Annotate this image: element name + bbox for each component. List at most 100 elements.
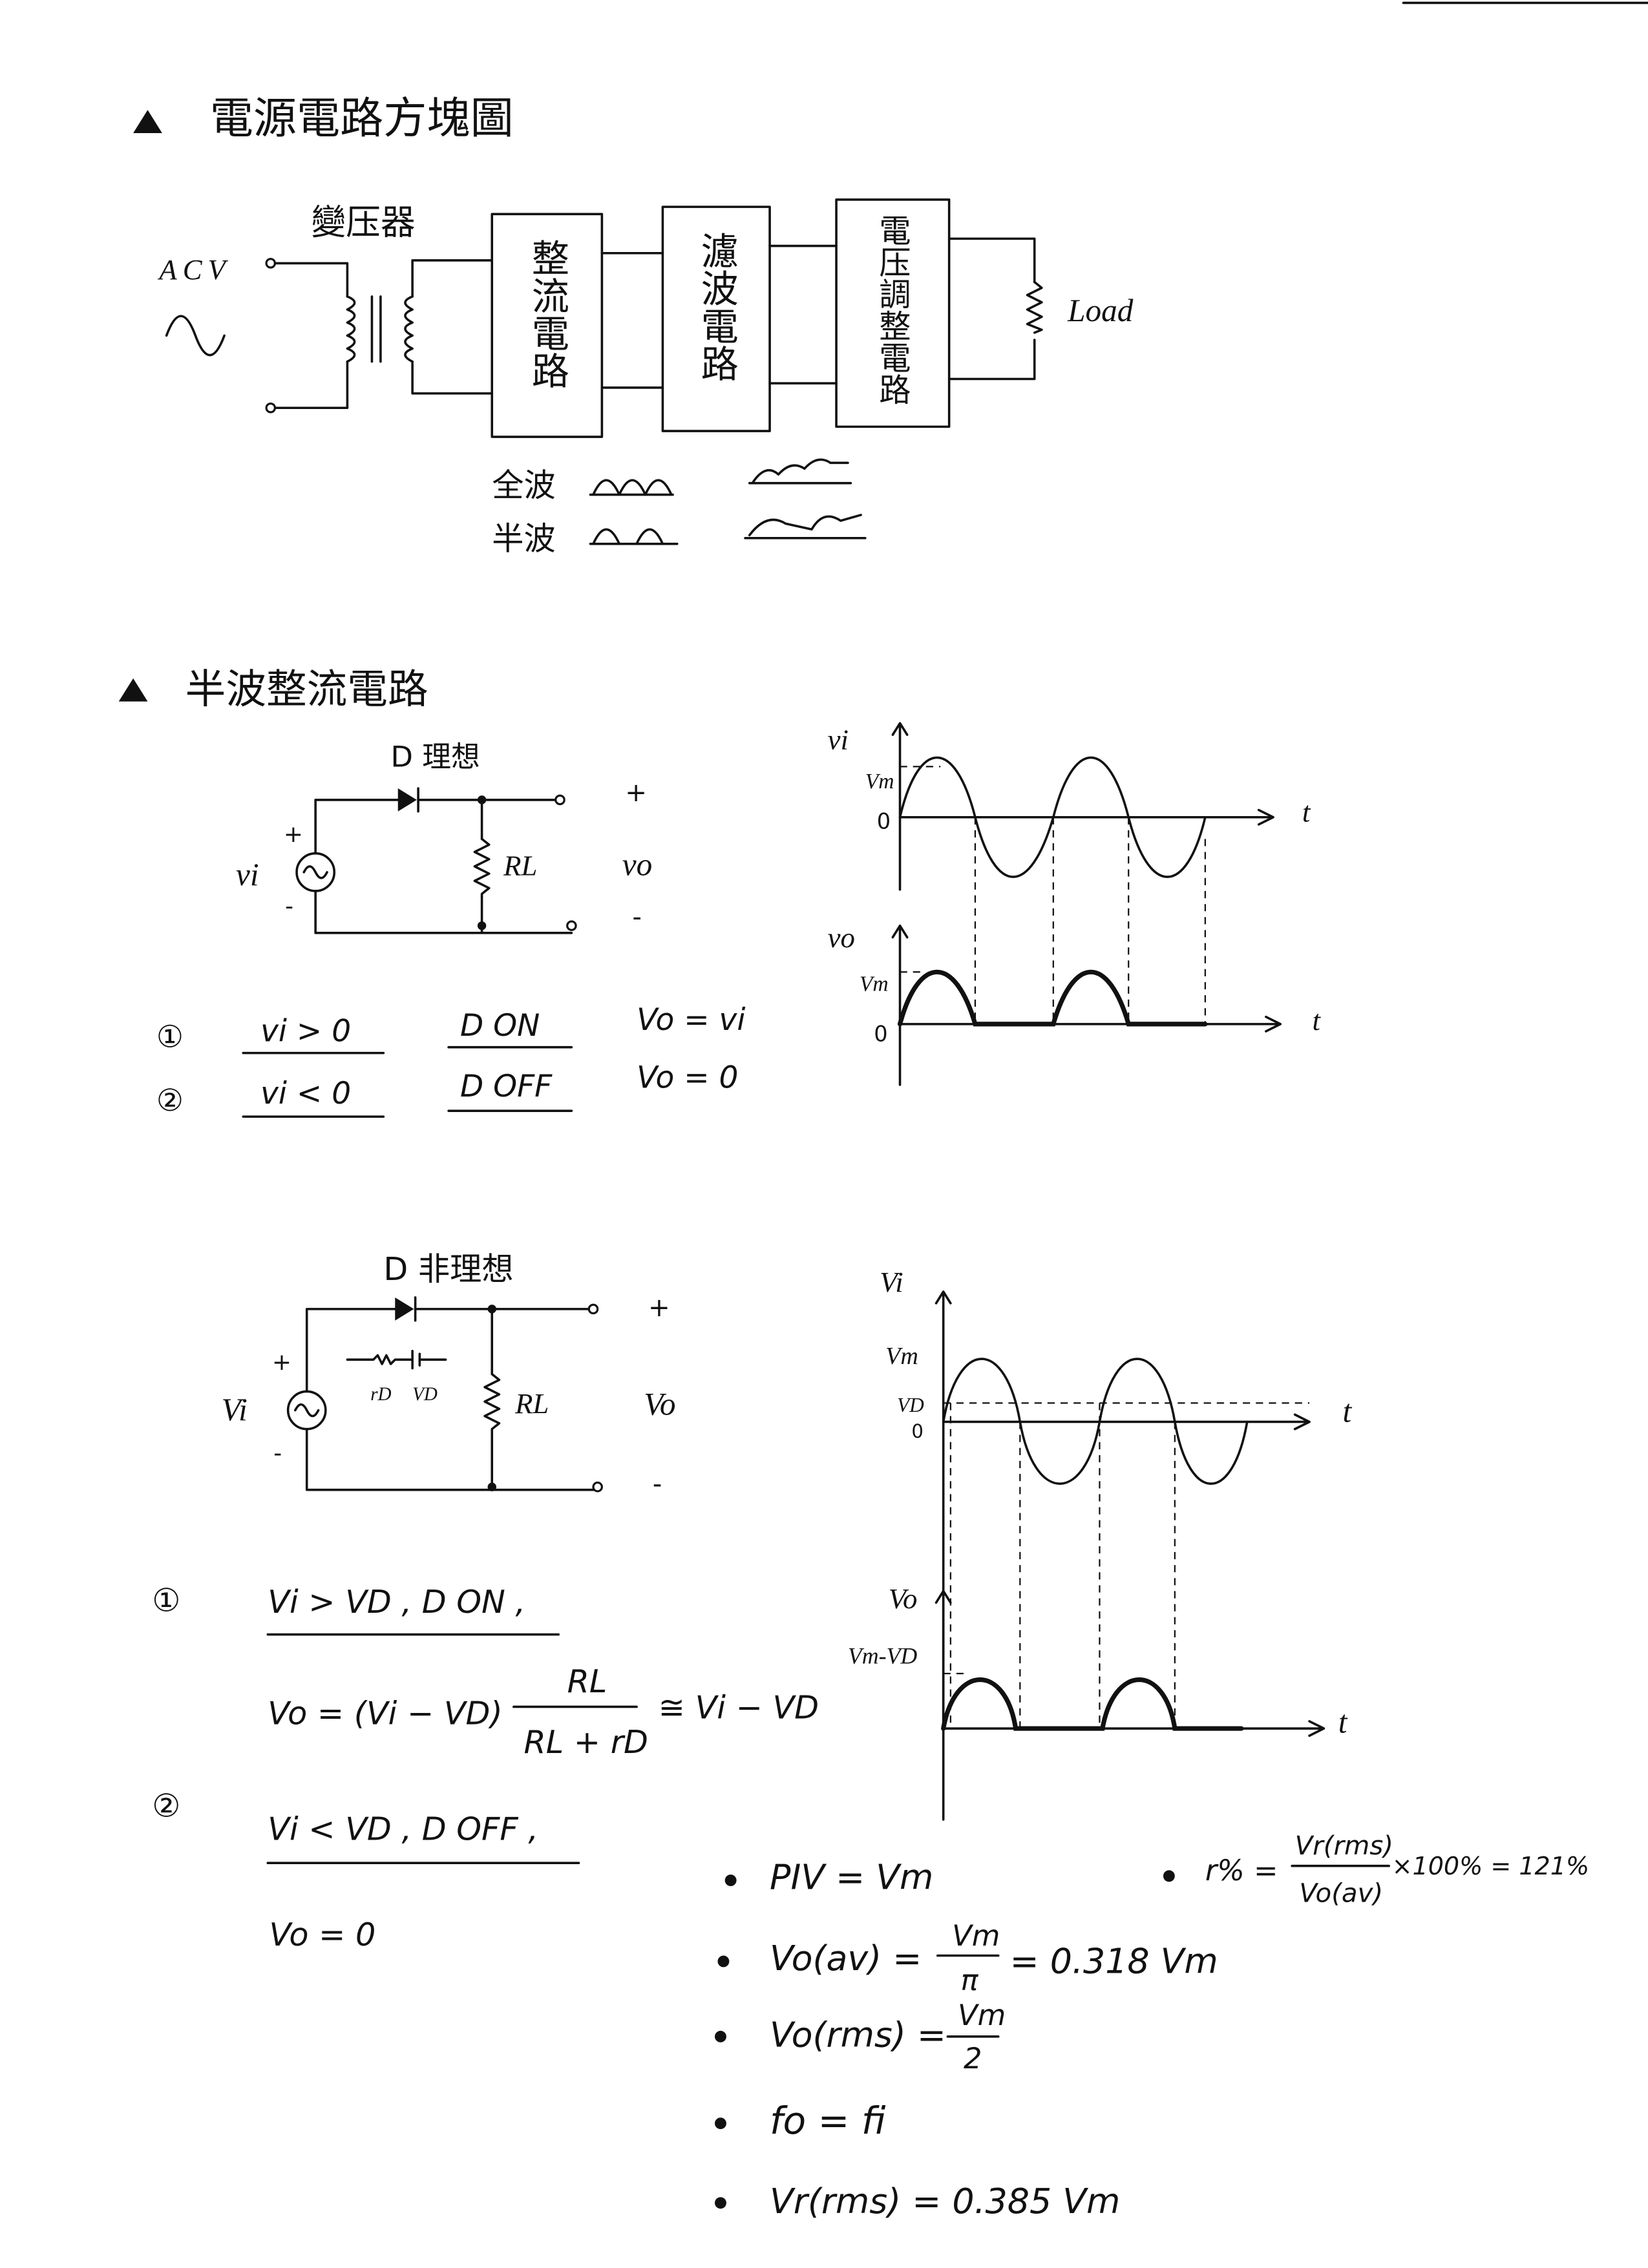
full-wave-label: 全波 (492, 467, 555, 504)
source-plus: + (272, 1349, 291, 1376)
vo-formula-denominator: RL + rD (524, 1723, 648, 1761)
vo-formula-rhs: ≅ Vi − VD (659, 1688, 819, 1726)
vo-label: Vo (644, 1386, 675, 1422)
source-plus: + (284, 821, 303, 848)
vo-av-denominator: π (961, 1963, 979, 1997)
resistor-icon (483, 1372, 501, 1441)
nonideal-vi-graph (935, 1290, 1311, 1821)
nonideal-diode-label: D 非理想 (383, 1250, 513, 1288)
ripple-rhs: ×100% = 121% (1392, 1852, 1590, 1880)
condition-number: ② (156, 1083, 184, 1118)
condition-result: Vo = vi (637, 1002, 745, 1038)
vd-label: VD (412, 1384, 438, 1405)
vo-label: vo (622, 846, 652, 882)
rectifier-block (491, 213, 604, 438)
condition-result: Vo = 0 (269, 1916, 376, 1953)
filtered-full-wave-icon (748, 458, 852, 485)
half-wave-label: 半波 (492, 520, 555, 558)
vd-label: VD (897, 1394, 924, 1416)
rd-label: rD (370, 1384, 391, 1405)
ideal-diode-label: D 理想 (391, 739, 480, 773)
zero-label: 0 (877, 809, 891, 834)
formula-list: PIV = Vm Vo(av) = Vm π = 0.318 Vm Vo(rms… (714, 1831, 1590, 2221)
diode-icon (395, 1297, 414, 1321)
vo-rms-denominator: 2 (964, 2041, 982, 2075)
ripple-lhs: r% = (1205, 1853, 1278, 1887)
condition-text: vi > 0 (260, 1014, 351, 1049)
rectifier-block-label: 整流電路 (525, 238, 569, 389)
vo-av-rhs: = 0.318 Vm (1010, 1940, 1218, 1981)
ripple-denominator: Vo(av) (1299, 1878, 1383, 1909)
vo-rms-numerator: Vm (958, 1998, 1006, 2032)
t-axis-label: t (1313, 1004, 1322, 1036)
vi-axis-label: vi (828, 724, 849, 756)
zero-label: 0 (911, 1420, 924, 1442)
condition-state: D ON (460, 1008, 540, 1044)
condition-text: Vi < VD , D OFF , (268, 1810, 538, 1847)
full-wave-icon (589, 479, 674, 496)
bullet-icon (717, 1955, 730, 1968)
vo-av-numerator: Vm (952, 1918, 1000, 1953)
transformer-symbol (273, 259, 494, 410)
section-title-half-wave: 半波整流電路 (185, 666, 428, 713)
regulator-block (835, 198, 951, 428)
vo-axis-label: Vo (889, 1582, 918, 1615)
ideal-vi-graph (891, 722, 1274, 1024)
output-plus: + (648, 1292, 670, 1323)
vi-label: Vi (222, 1392, 248, 1427)
load-label: Load (1067, 293, 1134, 328)
bullet-icon (714, 2030, 726, 2042)
half-wave-icon (589, 528, 679, 545)
load-resistor-icon (1026, 280, 1043, 334)
output-minus: - (632, 902, 642, 932)
condition-number: ① (156, 1020, 184, 1055)
nonideal-conditions: ① Vi > VD , D ON , Vo = (Vi − VD) RL RL … (152, 1582, 819, 1953)
triangle-bullet-icon (118, 678, 148, 702)
t-axis-label: t (1343, 1393, 1353, 1429)
nonideal-vo-graph (935, 1590, 1326, 1738)
condition-number: ② (152, 1787, 180, 1825)
terminal (265, 258, 277, 269)
transformer-label: 變压器 (311, 202, 415, 243)
vi-label: vi (236, 857, 259, 892)
block-connections (600, 237, 1036, 389)
regulator-block-label: 電压調整電路 (874, 214, 911, 404)
bullet-icon (714, 2117, 726, 2130)
ac-source-icon (286, 1390, 327, 1431)
vm-label: Vm (865, 770, 894, 793)
vm-minus-vd-label: Vm-VD (848, 1643, 918, 1668)
bullet-icon (714, 2197, 726, 2209)
condition-text: Vi > VD , D ON , (268, 1583, 525, 1621)
ac-source-label: ACV (157, 253, 231, 286)
ideal-conditions: ① vi > 0 D ON Vo = vi ② vi < 0 D OFF Vo … (156, 1002, 745, 1118)
bullet-icon (724, 1874, 737, 1887)
zero-label: 0 (874, 1022, 887, 1047)
piv-formula: PIV = Vm (770, 1857, 933, 1898)
resistor-icon (473, 837, 491, 898)
vo-axis-label: vo (828, 921, 855, 954)
filter-block-label: 濾波電路 (694, 231, 738, 382)
section-title-power-block: 電源電路方塊圖 (210, 93, 514, 143)
sine-icon (165, 315, 226, 357)
vo-formula-numerator: RL (567, 1663, 607, 1700)
vi-axis-label: Vi (880, 1266, 903, 1298)
frequency-formula: fo = fi (770, 2099, 886, 2143)
ripple-numerator: Vr(rms) (1295, 1831, 1393, 1861)
vo-half-wave (897, 969, 1208, 1027)
condition-result: Vo = 0 (637, 1060, 738, 1095)
condition-number: ① (152, 1582, 180, 1619)
triangle-bullet-icon (133, 110, 162, 133)
source-minus: - (285, 894, 293, 920)
vo-formula-lhs: Vo = (Vi − VD) (268, 1694, 502, 1732)
condition-state: D OFF (460, 1069, 553, 1104)
filter-block (661, 205, 771, 432)
vr-rms-formula: Vr(rms) = 0.385 Vm (770, 2181, 1120, 2221)
diode-model-icon (346, 1349, 447, 1370)
t-axis-label: t (1338, 1705, 1348, 1740)
t-axis-label: t (1302, 795, 1311, 828)
terminal (265, 402, 277, 414)
rl-label: RL (514, 1387, 549, 1420)
vm-label: Vm (885, 1343, 918, 1370)
ideal-circuit (295, 787, 577, 934)
